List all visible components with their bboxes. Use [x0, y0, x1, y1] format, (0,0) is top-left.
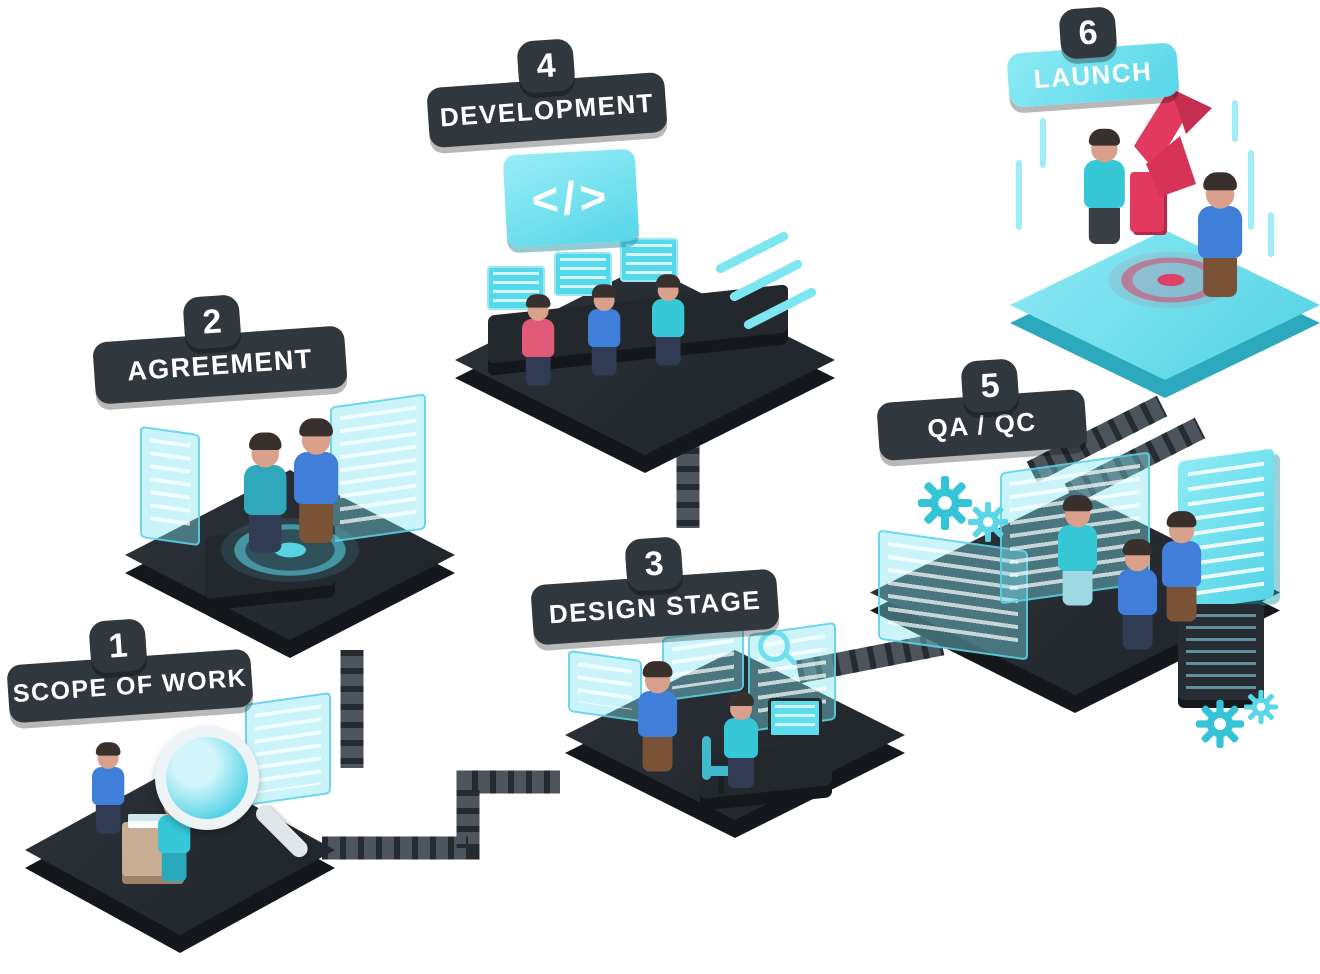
step-2-number-badge: 2 — [182, 294, 242, 350]
person-body — [1118, 569, 1158, 615]
person-figure — [1118, 539, 1158, 650]
person-body — [1162, 541, 1202, 587]
code-glyph: </> — [530, 169, 612, 227]
gear-icon — [918, 476, 972, 530]
magnifying-glass-icon — [155, 726, 312, 861]
chair-back — [702, 736, 711, 780]
cyan-streak — [1040, 118, 1046, 168]
glass-panel — [140, 425, 200, 547]
step-3-number: 3 — [643, 543, 665, 584]
step-6-number-badge: 6 — [1058, 6, 1118, 60]
person-head — [1122, 539, 1153, 572]
person-head — [642, 661, 673, 694]
person-head — [299, 418, 333, 455]
person-legs — [1062, 571, 1093, 606]
person-body — [1058, 525, 1098, 571]
magnifier-ring-icon — [758, 630, 790, 662]
person-head — [655, 274, 681, 301]
person-legs — [591, 347, 617, 376]
step-4-number: 4 — [535, 45, 557, 86]
person-legs — [1166, 587, 1197, 622]
person-head — [1088, 128, 1120, 163]
person-body — [92, 767, 125, 805]
chair-seat — [704, 766, 740, 776]
person-body — [652, 299, 685, 337]
person-head — [591, 284, 617, 311]
step-1-number: 1 — [107, 625, 129, 666]
person-legs — [249, 515, 282, 553]
person-head — [1166, 511, 1197, 544]
spotlight-pad — [212, 514, 368, 586]
person-head — [1062, 495, 1093, 528]
person-figure — [638, 661, 678, 772]
person-figure — [1058, 495, 1098, 606]
step-3-number-badge: 3 — [624, 536, 684, 592]
person-legs — [1203, 258, 1237, 297]
person-figure — [1198, 172, 1243, 297]
monitor-screen — [768, 698, 822, 738]
step-6-label: LAUNCH — [1032, 55, 1154, 94]
chair-leg — [718, 776, 724, 794]
person-body — [588, 309, 621, 347]
monitor-base — [784, 747, 806, 752]
person-head — [525, 294, 551, 321]
magnifier-lens — [155, 726, 259, 830]
cyan-streak — [1268, 212, 1274, 257]
person-figure — [244, 432, 287, 553]
step-2-label: AGREEMENT — [126, 343, 314, 386]
person-body — [724, 718, 758, 758]
cyan-streak — [1232, 100, 1238, 142]
step-5-number-badge: 5 — [960, 358, 1020, 414]
monitor-icon — [768, 698, 822, 752]
rocket-shape-icon — [1122, 84, 1218, 199]
code-icon: </> — [502, 148, 640, 248]
person-head — [249, 432, 282, 468]
glass-panel — [330, 393, 426, 543]
person-head — [728, 692, 754, 720]
person-head — [1203, 172, 1238, 209]
person-figure — [652, 274, 685, 366]
cyan-streak — [1248, 150, 1254, 230]
person-body — [244, 465, 287, 515]
person-body — [638, 691, 678, 737]
person-figure — [294, 418, 339, 543]
gear-icon — [1244, 690, 1278, 724]
step-4-label: DEVELOPMENT — [438, 87, 655, 132]
person-body — [1084, 160, 1125, 208]
person-body — [522, 319, 555, 357]
wireframe-panel — [568, 649, 642, 723]
step-3-label: DESIGN STAGE — [547, 584, 763, 629]
person-body — [1198, 206, 1243, 258]
person-legs — [642, 737, 673, 772]
monitor-stand — [791, 738, 799, 747]
person-figure — [1084, 128, 1125, 244]
person-legs — [1088, 208, 1120, 244]
person-figure — [588, 284, 621, 376]
step-2-number: 2 — [201, 301, 223, 342]
person-legs — [161, 853, 187, 882]
person-legs — [728, 758, 754, 788]
person-legs — [655, 337, 681, 366]
person-legs — [299, 504, 333, 543]
person-legs — [95, 805, 121, 834]
gear-icon — [1196, 700, 1244, 748]
gear-icon — [968, 502, 1008, 542]
person-body — [294, 452, 339, 504]
person-head — [95, 742, 121, 769]
step-4-number-badge: 4 — [516, 38, 576, 94]
person-figure — [724, 692, 758, 788]
person-figure — [1162, 511, 1202, 622]
step-1-number-badge: 1 — [88, 618, 148, 674]
person-legs — [1122, 615, 1153, 650]
person-figure — [522, 294, 555, 386]
cyan-streak — [1016, 160, 1022, 230]
step-5-number: 5 — [979, 365, 1001, 406]
person-legs — [525, 357, 551, 386]
step-6-number: 6 — [1077, 12, 1099, 53]
person-figure — [92, 742, 125, 834]
